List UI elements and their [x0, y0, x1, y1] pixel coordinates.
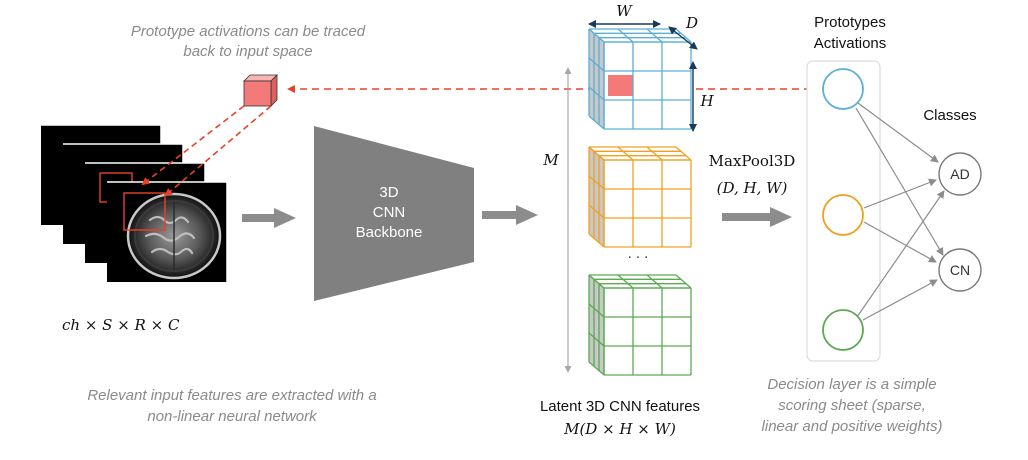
class-node-ad: [938, 152, 982, 196]
cube-side-face: [589, 29, 604, 129]
backbone-label-line2: CNN: [373, 204, 406, 221]
cube-top-face: [589, 147, 691, 160]
prototype-node-1: [822, 68, 864, 110]
decision-note-line1: Decision layer is a simple: [767, 376, 936, 393]
cube-front-face: [604, 160, 691, 247]
flow-arrow-3: [722, 207, 792, 227]
flow-arrow-1: [242, 208, 296, 228]
cube-grid-line: [588, 204, 605, 219]
input-dims-label: ch × S × R × C: [62, 316, 180, 334]
height-label: H: [699, 92, 714, 110]
decision-note-line3: linear and positive weights): [762, 418, 943, 435]
cube-grid-line: [646, 28, 663, 43]
cube-grid-line: [588, 86, 605, 101]
prototype-patch-highlight: [608, 75, 633, 96]
prototypes-title-line1: Prototypes: [814, 14, 886, 31]
cube-grid-line: [675, 274, 692, 289]
width-label: W: [616, 2, 633, 20]
cube-grid-line: [675, 146, 692, 161]
cube-side-face: [589, 147, 604, 247]
cube-grid-line: [588, 233, 605, 248]
prototypes-title-line2: Activations: [814, 35, 887, 52]
cube-front-face: [604, 288, 691, 375]
maxpool-label: MaxPool3D: [709, 152, 796, 170]
decision-note-line2: scoring sheet (sparse,: [778, 397, 926, 414]
traced-patch-cube: [243, 74, 278, 107]
backbone-label-line1: 3D: [379, 184, 398, 201]
trace-back-arrows: [141, 85, 823, 197]
trace-note-line2: back to input space: [183, 43, 312, 60]
maxpool-dims: (D, H, W): [717, 179, 788, 197]
flow-arrow-2: [482, 205, 538, 225]
extract-note-line1: Relevant input features are extracted wi…: [87, 387, 376, 404]
cube-grid-line: [617, 274, 634, 289]
count-label: M: [542, 151, 559, 169]
class-label-cn: CN: [950, 262, 970, 278]
latent-feature-cubes: [588, 28, 692, 376]
cube-grid-line: [588, 175, 605, 190]
cube-grid-line: [588, 303, 605, 318]
decision-layer-connections: [855, 102, 945, 321]
cube-ellipsis: · · ·: [628, 251, 649, 266]
depth-dimension-arrow: [668, 26, 698, 50]
cube-grid-line: [588, 57, 605, 72]
latent-features-dims: M(D × H × W): [563, 420, 676, 438]
cube-top-face: [589, 275, 691, 288]
cube-grid-line: [617, 28, 634, 43]
cube-top-face: [589, 29, 691, 42]
backbone-label-line3: Backbone: [356, 224, 423, 241]
cube-grid-line: [588, 28, 605, 43]
mri-input-stack: [41, 124, 228, 282]
cnn-backbone-block: [314, 126, 474, 301]
depth-label: D: [685, 14, 698, 32]
cube-grid-line: [588, 146, 605, 161]
cube-grid-line: [646, 274, 663, 289]
extract-note-line2: non-linear neural network: [147, 408, 318, 425]
cube-grid-line: [617, 146, 634, 161]
class-node-cn: [938, 248, 982, 292]
latent-features-title: Latent 3D CNN features: [540, 398, 700, 415]
prototype-node-3: [822, 309, 864, 351]
cube-side-face: [589, 275, 604, 375]
trace-note-line1: Prototype activations can be traced: [131, 23, 366, 40]
cube-grid-line: [646, 146, 663, 161]
class-label-ad: AD: [950, 166, 969, 182]
cube-grid-line: [588, 332, 605, 347]
cube-grid-line: [588, 361, 605, 376]
cube-grid-line: [588, 274, 605, 289]
classes-title: Classes: [923, 107, 976, 124]
cube-front-face: [604, 42, 691, 129]
prototype-node-2: [822, 194, 864, 236]
cube-grid-line: [588, 115, 605, 130]
